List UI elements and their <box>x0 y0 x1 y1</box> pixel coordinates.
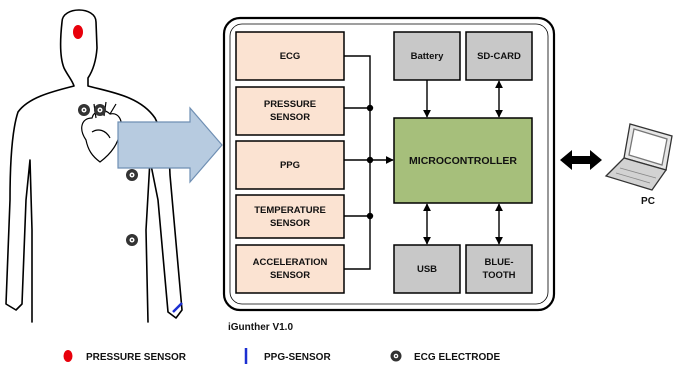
sensor-label: ACCELERATION <box>253 257 328 268</box>
system-name: iGunther V1.0 <box>228 322 293 333</box>
pc-label: PC <box>641 196 655 207</box>
bluetooth-label: BLUE- <box>484 257 513 268</box>
battery-label: Battery <box>411 51 444 62</box>
sensor-label: PRESSURE <box>264 99 316 110</box>
sensor-label: SENSOR <box>270 270 310 281</box>
legend-ecg-label: ECG ELECTRODE <box>414 352 500 363</box>
ecg-electrode-marker-icon <box>126 169 138 181</box>
usb-block: USB <box>393 244 461 294</box>
legend: PRESSURE SENSOR PPG-SENSOR ECG ELECTRODE <box>63 348 500 364</box>
sensor-block-acceleration: ACCELERATION SENSOR <box>235 244 345 294</box>
ecg-electrode-marker-icon <box>126 234 138 246</box>
legend-pressure-label: PRESSURE SENSOR <box>86 352 187 363</box>
usb-label: USB <box>417 264 437 275</box>
sdcard-label: SD-CARD <box>477 51 521 62</box>
ecg-electrode-marker-icon <box>94 104 106 116</box>
bluetooth-label: TOOTH <box>482 270 515 281</box>
device-enclosure-inner <box>229 23 549 305</box>
sensor-block-ecg: ECG <box>235 31 345 81</box>
human-body-outline <box>5 9 183 323</box>
sensor-block-ppg: PPG <box>235 140 345 190</box>
pressure-sensor-marker-icon <box>73 25 83 39</box>
sensor-block-temperature: TEMPERATURE SENSOR <box>235 194 345 239</box>
legend-ppg-label: PPG-SENSOR <box>264 352 331 363</box>
big-arrow <box>117 106 223 184</box>
device-pc-arrow <box>560 150 602 170</box>
sensor-label: TEMPERATURE <box>254 205 326 216</box>
ecg-electrode-marker-icon <box>390 350 402 362</box>
sensor-block-pressure: PRESSURE SENSOR <box>235 86 345 136</box>
battery-block: Battery <box>393 31 461 81</box>
sensor-label: ECG <box>280 51 301 62</box>
pressure-sensor-marker-icon <box>63 350 73 362</box>
ecg-electrode-marker-icon <box>78 104 90 116</box>
bluetooth-block: BLUE- TOOTH <box>465 244 533 294</box>
microcontroller-label: MICROCONTROLLER <box>409 155 517 167</box>
laptop-icon <box>604 123 673 191</box>
sensor-label: PPG <box>280 160 300 171</box>
sensor-label: SENSOR <box>270 218 310 229</box>
microcontroller-block: MICROCONTROLLER <box>393 117 533 204</box>
sdcard-block: SD-CARD <box>465 31 533 81</box>
sensor-label: SENSOR <box>270 112 310 123</box>
ppg-sensor-marker-icon <box>172 302 183 313</box>
